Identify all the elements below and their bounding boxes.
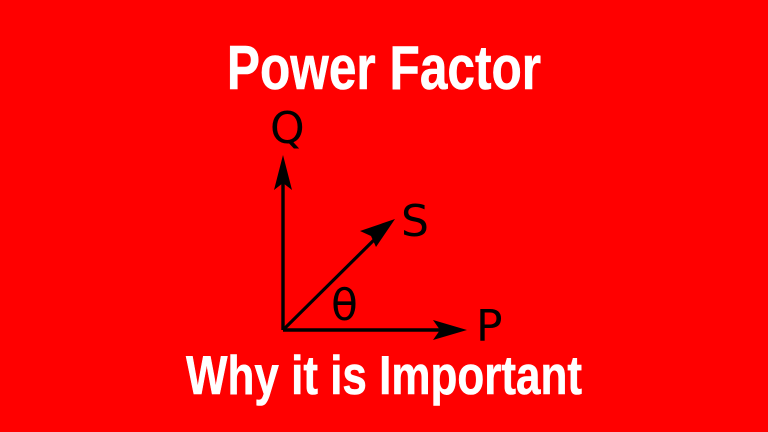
s-vector-line bbox=[281, 232, 382, 332]
s-vector-label: S bbox=[401, 196, 429, 247]
page-subtitle: Why it is Important bbox=[186, 344, 582, 406]
page-title: Power Factor bbox=[226, 34, 542, 103]
s-vector-arrowhead bbox=[360, 219, 395, 247]
q-axis bbox=[274, 155, 292, 330]
s-vector bbox=[281, 219, 395, 332]
q-axis-arrowhead bbox=[274, 155, 292, 190]
p-axis-label: P bbox=[476, 301, 503, 352]
p-axis bbox=[283, 320, 467, 340]
theta-angle-label: θ bbox=[331, 280, 358, 331]
q-axis-label: Q bbox=[270, 103, 305, 154]
p-axis-arrowhead bbox=[433, 320, 467, 340]
